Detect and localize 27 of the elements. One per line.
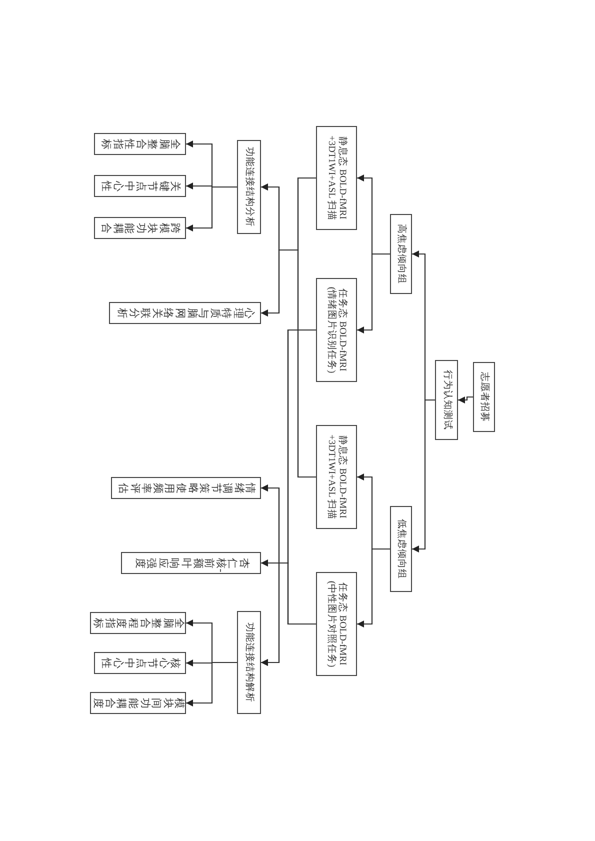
process-box: 任务态 BOLD-fMRI (中性图片对照任务) [316,572,357,676]
process-box: 全脑整合程度指标 [90,612,186,634]
arrow [357,548,390,628]
arrow [186,662,237,706]
process-box: 任务态 BOLD-fMRI (情绪图片识别任务) [316,278,357,382]
process-box: 低焦虑倾向组 [390,506,412,592]
process-box: 杏仁核-前额叶响应强度 [121,552,261,574]
process-box: 模块间功能耦合度 [90,692,186,714]
arrow [261,249,316,478]
process-box: 功能连接结构分析 [237,140,261,234]
process-box: 高焦虑倾向组 [390,214,412,294]
process-box: 静息态 BOLD-fMRI +3DT1WI+ASL 扫描 [316,425,357,529]
arrow [186,186,237,232]
process-box: 关键节点中心性 [94,175,186,197]
process-box: 全脑整合性指标 [94,133,186,155]
process-box: 心理特质与脑网络关联分析 [109,302,261,324]
process-box: 情绪调节策略使用频率评估 [111,477,261,499]
arrow [412,399,435,552]
arrow [458,396,473,404]
arrow [357,253,390,334]
process-box: 功能连接结构解析 [237,611,261,714]
process-box: 行为认知测试 [435,360,458,440]
arrow [261,562,316,666]
process-box: 跨模块功能耦合 [94,217,186,239]
process-box: 核心节点中心性 [94,652,186,674]
process-box: 静息态 BOLD-fMRI +3DT1WI+ASL 扫描 [316,126,357,230]
process-box: 志愿者招募 [473,362,495,432]
